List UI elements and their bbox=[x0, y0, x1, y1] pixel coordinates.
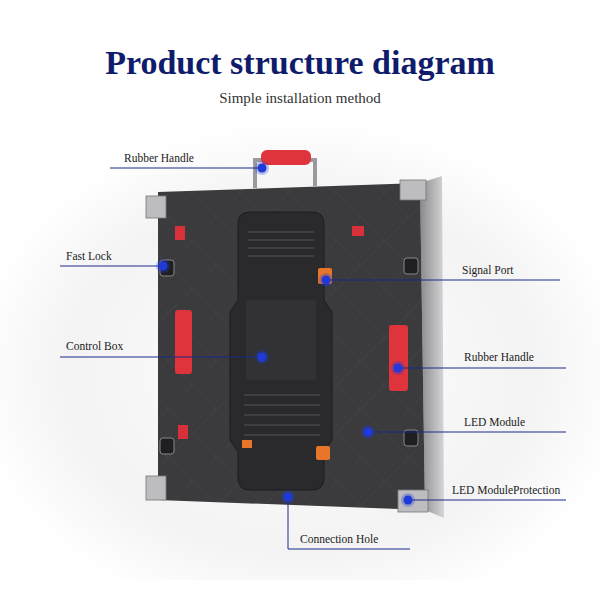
callout-label: Fast Lock bbox=[66, 250, 112, 262]
leader-line bbox=[288, 497, 410, 549]
leader-line bbox=[408, 500, 566, 501]
leader-line bbox=[326, 280, 560, 281]
callout-label: Control Box bbox=[66, 340, 123, 352]
panel-pattern bbox=[158, 183, 425, 510]
leader-line bbox=[110, 168, 262, 169]
rubber-grip bbox=[261, 150, 311, 165]
side-handle bbox=[175, 310, 192, 374]
side-handle bbox=[389, 325, 408, 391]
control-box-body bbox=[230, 212, 332, 490]
corner-brackets bbox=[146, 180, 428, 512]
fast-lock bbox=[404, 258, 418, 274]
callout-label: LED ModuleProtection bbox=[452, 484, 560, 496]
power-port bbox=[316, 446, 330, 460]
leader-line bbox=[398, 368, 566, 369]
callout-label: Signal Port bbox=[462, 264, 513, 276]
cabinet-back bbox=[158, 183, 425, 510]
background-glow bbox=[0, 120, 600, 580]
corner-bracket bbox=[146, 196, 166, 218]
diagram-title: Product structure diagram bbox=[0, 44, 600, 82]
callout-label: Rubber Handle bbox=[464, 351, 534, 363]
callout-label: Connection Hole bbox=[300, 533, 378, 545]
callout-label: Rubber Handle bbox=[124, 152, 194, 164]
callout-label: LED Module bbox=[464, 416, 525, 428]
lock-lever bbox=[178, 425, 188, 439]
control-box-ribs bbox=[244, 232, 320, 435]
corner-bracket bbox=[146, 476, 166, 500]
port-latch bbox=[242, 440, 252, 448]
top-handle bbox=[255, 150, 315, 188]
leader-line bbox=[60, 357, 262, 358]
callout-dots bbox=[156, 161, 415, 507]
fast-lock bbox=[160, 438, 174, 454]
lock-lever bbox=[175, 226, 185, 240]
control-box bbox=[230, 212, 332, 490]
leader-lines bbox=[60, 168, 566, 549]
leader-line bbox=[368, 432, 566, 433]
corner-bracket bbox=[398, 490, 428, 512]
fast-locks bbox=[160, 226, 418, 454]
control-box-panel bbox=[246, 300, 316, 380]
corner-bracket bbox=[400, 180, 426, 200]
leader-line bbox=[60, 266, 163, 267]
diagram-subtitle: Simple installation method bbox=[0, 90, 600, 107]
lock-lever bbox=[352, 226, 364, 236]
